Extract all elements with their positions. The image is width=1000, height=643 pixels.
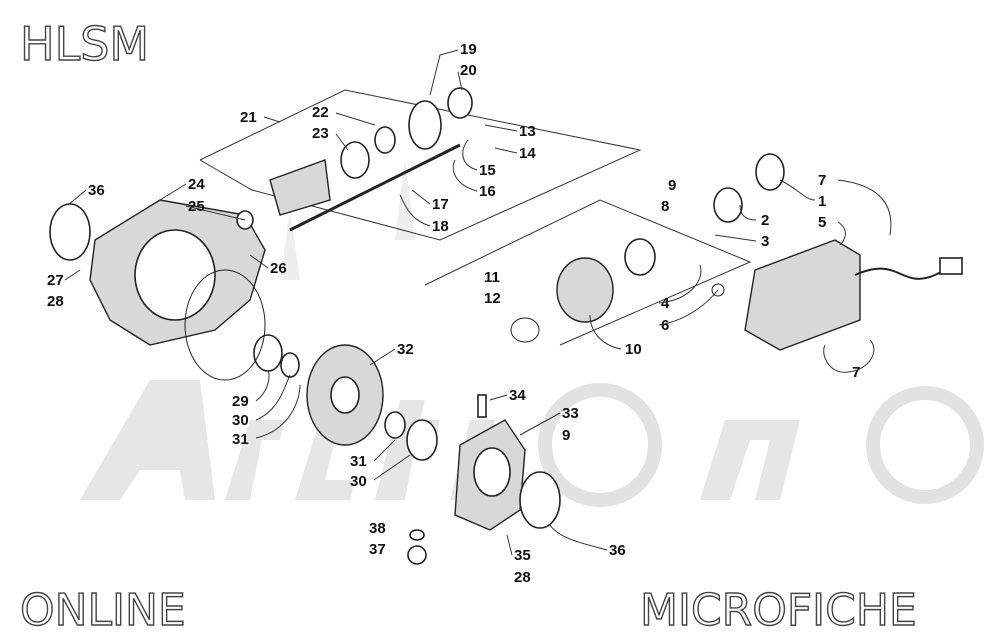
callout: 29 [232, 393, 249, 410]
callout: 25 [188, 198, 205, 215]
callout: 8 [661, 198, 669, 215]
callout: 10 [625, 341, 642, 358]
callout: 6 [661, 317, 669, 334]
shift-actuator-motor [744, 239, 963, 351]
callout: 12 [484, 290, 501, 307]
callout: 37 [369, 541, 386, 558]
callout: 3 [761, 233, 769, 250]
callout: 23 [312, 125, 329, 142]
callout-labels: 19 20 21 22 23 13 14 15 16 17 18 36 24 2… [47, 41, 860, 586]
callout: 21 [240, 109, 257, 126]
callout: 7 [818, 172, 826, 189]
callout: 15 [479, 162, 496, 179]
callout: 17 [432, 196, 449, 213]
callout: 38 [369, 520, 386, 537]
hlsm-watermark: HLSM ONLINE MICROFICHE [19, 16, 917, 636]
ring-gear [184, 269, 438, 461]
callout: 24 [188, 176, 205, 193]
leader-lines [64, 49, 892, 556]
callout: 31 [350, 453, 367, 470]
watermark-line3: MICROFICHE [640, 585, 917, 636]
callout: 27 [47, 272, 64, 289]
callout: 34 [509, 387, 526, 404]
callout: 26 [270, 260, 287, 277]
callout: 1 [818, 193, 826, 210]
actuator-coupler [510, 153, 785, 343]
callout: 18 [432, 218, 449, 235]
callout: 14 [519, 145, 536, 162]
gear-case-housing [49, 199, 266, 346]
callout: 30 [350, 473, 367, 490]
callout: 22 [312, 104, 329, 121]
callout: 20 [460, 62, 477, 79]
callout: 7 [852, 364, 860, 381]
bearing-cap [407, 394, 561, 565]
callout: 31 [232, 431, 249, 448]
callout: 28 [47, 293, 64, 310]
callout: 19 [460, 41, 477, 58]
callout: 9 [562, 427, 570, 444]
pinion-shaft [236, 87, 473, 232]
assembly-boundary-lines [199, 89, 752, 346]
watermark-line2: ONLINE [20, 585, 186, 636]
callout: 32 [397, 341, 414, 358]
callout: 13 [519, 123, 536, 140]
callout: 28 [514, 569, 531, 586]
callout: 16 [479, 183, 496, 200]
callout: 36 [88, 182, 105, 199]
callout: 36 [609, 542, 626, 559]
callout: 11 [484, 269, 500, 286]
callout: 2 [761, 212, 769, 229]
callout: 35 [514, 547, 531, 564]
callout: 9 [668, 177, 676, 194]
callout: 4 [661, 295, 670, 312]
callout: 30 [232, 412, 249, 429]
callout: 5 [818, 214, 826, 231]
watermark-line1: HLSM [20, 17, 149, 71]
callout: 33 [562, 405, 579, 422]
